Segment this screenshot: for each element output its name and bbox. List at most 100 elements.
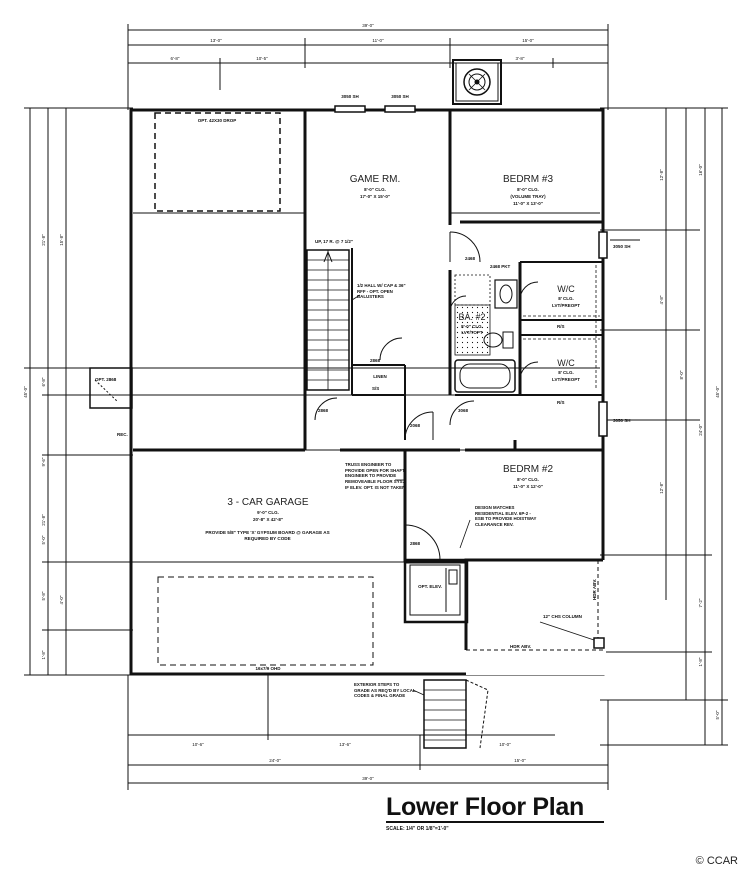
- left-seg-3: 1'-8": [41, 650, 46, 659]
- column-label: 12" CHS COLUMN: [543, 614, 582, 619]
- linen-label: LINEN: [373, 374, 387, 379]
- top-seg-3: 15'-0": [522, 38, 534, 43]
- door-label-2468-a: 2468: [465, 256, 476, 261]
- top-sub-3: 3'-8": [516, 56, 525, 61]
- bedroom2-ceil: 8'-0" CLG.: [517, 477, 539, 482]
- garage-size: 20'-8" X 42'-8": [253, 517, 283, 522]
- exterior-steps-icon: [423, 679, 489, 749]
- left-seg-1: 21'-8": [41, 234, 46, 246]
- rs-label-a: R/S: [557, 324, 565, 329]
- garage-note: PROVIDE 5/8" TYPE 'X' GYPSUM BOARD @ GAR…: [205, 530, 329, 541]
- wic-upper-floor: LVT/PREOPT: [552, 303, 580, 308]
- top-seg-2: 11'-0": [372, 38, 384, 43]
- header-label-a: HDR ABV.: [510, 644, 531, 649]
- garage-name: 3 - CAR GARAGE: [227, 497, 308, 508]
- truss-note: TRUSS ENGINEER TO PROVIDE OPEN FOR SHAFT…: [345, 462, 406, 490]
- bottom-sub-2: 13'-6": [339, 742, 351, 747]
- windows: [334, 105, 608, 437]
- game-room-ceil: 8'-0" CLG.: [364, 187, 386, 192]
- top-sub-2: 10'-5": [256, 56, 268, 61]
- window-side-label-a: 3050 SH: [613, 244, 631, 249]
- bath2-name: BA. #2: [458, 312, 485, 322]
- right-seg-1: 16'-0": [698, 164, 703, 176]
- window-label-b: 3050 SH: [391, 94, 409, 99]
- left-seg-2: 21'-8": [41, 514, 46, 526]
- opt-storage-label: OPT. 42X30 DROP: [198, 118, 237, 123]
- wic-lower-floor: LVT/PREOPT: [552, 377, 580, 382]
- right-sub-2: 4'-8": [659, 295, 664, 304]
- bedroom2-size: 11'-0" X 12'-0": [513, 484, 543, 489]
- elevator-label: OPT. ELEV.: [418, 584, 442, 589]
- hvac-unit-icon: [452, 59, 502, 105]
- bottom-seg-1: 24'-0": [269, 758, 281, 763]
- column-icon: [593, 637, 605, 649]
- right-sub-4: 12'-8": [659, 482, 664, 494]
- right-sub-5: 7'-2": [698, 598, 703, 607]
- garage-ceil: 9'-0" CLG.: [257, 510, 279, 515]
- bath2-floor: LVT/TOPT: [461, 330, 483, 335]
- door-label-2868-b: 2868: [318, 408, 329, 413]
- top-sub-1: 6'-8": [171, 56, 180, 61]
- stair-icon: [306, 249, 350, 391]
- game-room-size: 17'-0" X 15'-0": [360, 194, 390, 199]
- left-sub-6: 4'-0": [59, 595, 64, 604]
- overhead-door-label: 16x7/9 OHD: [255, 666, 281, 671]
- scale-note: SCALE: 1/4" OR 1/8"=1'-0": [386, 826, 449, 832]
- wic-lower-name: W/C: [557, 358, 575, 368]
- title-underline: [386, 821, 604, 823]
- door-label-2868-c: 2868: [410, 541, 421, 546]
- header-label-b: HDR ABV.: [592, 579, 597, 600]
- top-total-dim: 39'-0": [362, 23, 374, 28]
- watermark: © CCAR: [695, 855, 738, 867]
- right-total-dim: 45'-0": [715, 386, 720, 398]
- door-swings: [94, 231, 539, 561]
- right-sub-6: 1'-8": [698, 657, 703, 666]
- bottom-sub-1: 10'-6": [192, 742, 204, 747]
- right-seg-2: 24'-0": [698, 424, 703, 436]
- right-sub-1: 12'-8": [659, 169, 664, 181]
- window-side-label-b: 3050 SH: [613, 418, 631, 423]
- rs-label-b: R/S: [557, 400, 565, 405]
- ss-label: S/S: [372, 386, 379, 391]
- wic-lower-ceil: 8' CLG.: [558, 370, 574, 375]
- door-label-2068: 2068: [410, 423, 421, 428]
- elevator-icon: [445, 568, 458, 612]
- right-sub-3: 8'-0": [679, 370, 684, 379]
- plan-title: Lower Floor Plan: [386, 793, 584, 821]
- left-sub-2: 6'-8": [41, 377, 46, 386]
- top-seg-1: 13'-0": [210, 38, 222, 43]
- bedroom2-name: BEDRM #2: [503, 464, 553, 475]
- window-label-a: 3050 SH: [341, 94, 359, 99]
- bottom-sub-3: 10'-0": [499, 742, 511, 747]
- left-sub-5: 5'-8": [41, 591, 46, 600]
- left-sub-3: 9'-6": [41, 457, 46, 466]
- bottom-seg-2: 15'-0": [514, 758, 526, 763]
- bath-fixtures: [454, 274, 518, 393]
- left-sub-1: 15'-8": [59, 234, 64, 246]
- wic-upper-ceil: 8' CLG.: [558, 296, 574, 301]
- game-room-name: GAME RM.: [350, 174, 401, 185]
- closet-shelving: [523, 265, 600, 390]
- right-seg-3: 5'-0": [715, 710, 720, 719]
- left-sub-4: 5'-0": [41, 535, 46, 544]
- door-label-2468-pkt: 2468 PKT: [490, 264, 511, 269]
- design-note: DESIGN MATCHES RESIDENTIAL ELEV. 6P-2 - …: [475, 505, 536, 527]
- bedroom3-name: BEDRM #3: [503, 174, 553, 185]
- bottom-total-dim: 39'-0": [362, 776, 374, 781]
- door-label-2868-a: 2868: [370, 358, 381, 363]
- wic-upper-name: W/C: [557, 284, 575, 294]
- bedroom3-ceil: 8'-0" CLG.: [517, 187, 539, 192]
- hall-note: 1/2 HALL W/ CAP & 36" RFF - OPT. OPEN BA…: [357, 283, 406, 299]
- rec-label: REC.: [117, 432, 128, 437]
- bath2-ceil: 8'-0" CLG.: [461, 324, 483, 329]
- stair-up-label: UP, 17 R. @ 7 1/2": [315, 239, 353, 244]
- steps-note: EXTERIOR STEPS TO GRADE AS REQ'D BY LOCA…: [354, 682, 415, 698]
- opt-door-label: OPT. 2868: [95, 377, 117, 382]
- bedroom3-size: 11'-0" X 13'-0": [513, 201, 543, 206]
- walls: [89, 108, 606, 676]
- door-label-3068: 3068: [458, 408, 469, 413]
- bedroom3-ceil-note: (VOLUME TRAY): [510, 194, 546, 199]
- note-leaders: [351, 294, 595, 696]
- left-total-dim: 45'-0": [23, 386, 28, 398]
